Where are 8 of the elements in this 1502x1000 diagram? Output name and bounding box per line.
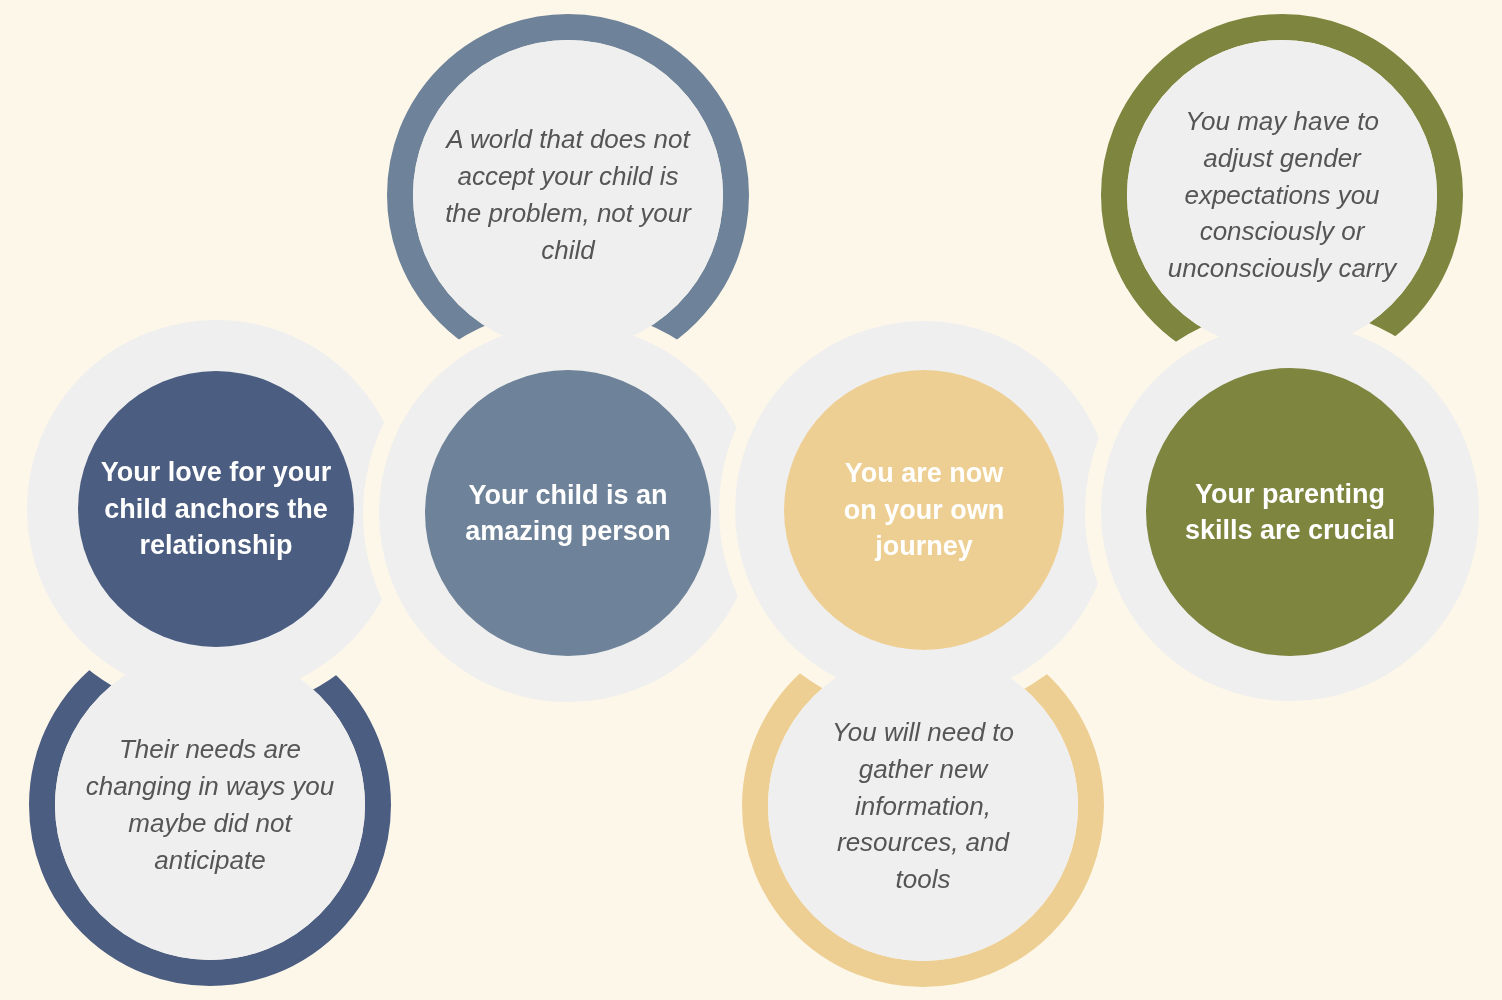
- circle-note: You may have to adjust gender expectations you consciously or unconsciously carry: [1167, 104, 1397, 286]
- circle-heading: Your child is an amazing person: [464, 478, 672, 548]
- circle-note: Their needs are changing in ways you maybe did not anticipate: [85, 733, 335, 877]
- circle-heading: Your parenting skills are crucial: [1183, 477, 1397, 547]
- circle-heading: Your love for your child anchors the relationship: [99, 456, 333, 563]
- circle-heading: You are now on your own journey: [842, 457, 1006, 564]
- circle-note: A world that does not accept your child is the problem, not your child: [444, 123, 693, 267]
- circle-note: You will need to gather new information, resources, and tools: [830, 715, 1016, 897]
